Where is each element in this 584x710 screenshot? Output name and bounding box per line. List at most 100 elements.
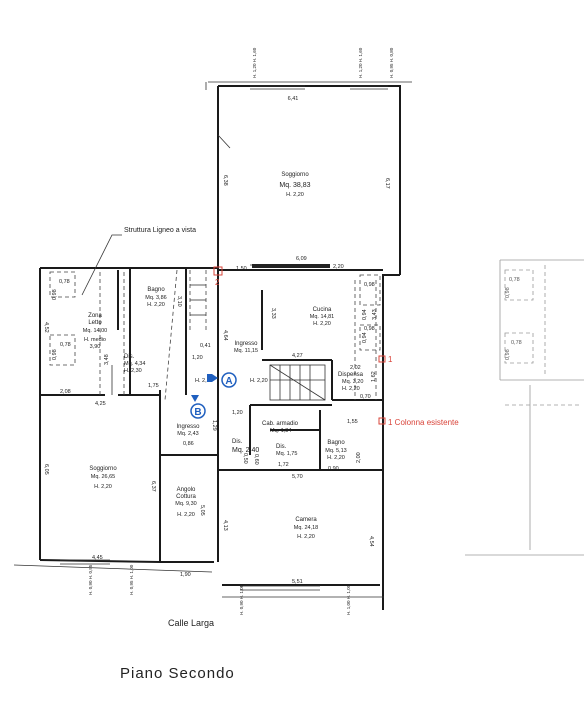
red-markers: 2 1 1 Colonna esistente: [213, 266, 459, 427]
room-area: Mq. 14,00: [83, 328, 107, 334]
room-dis-small: Dis. Mq. 1,75: [276, 444, 297, 457]
room-name: Cucina: [313, 307, 332, 313]
dimension-label: 5,70: [292, 474, 303, 480]
room-height: H. 2,20: [342, 386, 360, 392]
blue-markers: A B: [190, 372, 237, 419]
dimension-label: 0,41: [200, 343, 211, 349]
dimension-label: 6,37: [150, 481, 156, 492]
room-area: Mq. 3,86: [145, 295, 166, 301]
room-height: H. 2,20: [147, 302, 165, 308]
dimension-label: 3,43: [372, 309, 378, 320]
dimension-label: 4,25: [95, 401, 106, 407]
dimension-label: 0,90: [328, 466, 339, 472]
dimension-label: 4,54: [368, 536, 374, 547]
dimension-label: H. 2,20: [195, 378, 213, 384]
room-zona-letto: Zona Letto Mq. 14,00 H. medio 3,90: [83, 313, 107, 350]
dimension-label: 2,20: [333, 264, 344, 270]
room-height: H. 2,20: [327, 455, 345, 461]
room-angolo-cottura: Angolo Cottura Mq. 9,30 H. 2,20: [175, 487, 196, 518]
window-height-mark: H. 0,95 H. 0,80: [389, 47, 394, 78]
marker-2: 2: [215, 278, 220, 287]
room-area: Mq. 2,43: [177, 431, 198, 437]
room-area: Mq. 11,15: [234, 348, 258, 354]
dimension-label: 1,90: [180, 572, 191, 578]
dimension-label: 5,05: [199, 505, 205, 516]
dimension-label: 4,52: [43, 322, 49, 333]
room-bagno-right: Bagno Mq. 5,13 H. 2,20: [325, 440, 346, 461]
plan-title: Piano Secondo: [120, 665, 235, 682]
dimension-label: 0,78: [511, 340, 522, 346]
dimension-label: 1,75: [148, 383, 159, 389]
dimension-label: 6,38: [222, 175, 228, 186]
room-name: Ingresso: [176, 424, 200, 430]
room-height: H. 2,20: [313, 321, 331, 327]
dimension-label: 0,94: [362, 332, 368, 343]
room-area: Mq. 9,30: [175, 501, 196, 507]
room-height: H. 2,30: [124, 368, 142, 374]
dimension-label: 0,86: [183, 441, 194, 447]
dimension-label: 6,09: [296, 256, 307, 262]
room-name: Cab. armadio: [262, 421, 299, 427]
dimension-label: 0,50: [242, 453, 248, 464]
room-area: Mq. 5,13: [325, 448, 346, 454]
marker-1: 1: [388, 355, 393, 364]
interior-walls: [40, 264, 383, 562]
room-soggiorno-top: Soggiorno Mq. 38,83 H. 2,20: [279, 172, 310, 198]
room-height: H. 2,20: [297, 534, 315, 540]
room-soggiorno-left: Soggiorno Mq. 26,65 H. 2,20: [89, 466, 117, 490]
dashed-openings: [49, 271, 381, 400]
window-marks: H. 1,20 H. 1,60 H. 1,20 H. 1,60 H. 0,95 …: [88, 47, 394, 615]
window-height-mark: H. 0,95 H. 1,00: [129, 564, 134, 595]
room-name: Angolo: [177, 487, 196, 493]
room-area: Mq. 1,84: [270, 428, 291, 434]
room-height: H. medio: [84, 337, 106, 343]
dimension-label: 2,08: [60, 389, 71, 395]
room-dis-mid: Dis. Mq. 2,40: [232, 439, 259, 454]
dimension-label: 0,98: [52, 289, 58, 300]
room-name: Bagno: [327, 440, 345, 446]
room-area: Mq. 38,83: [279, 182, 310, 189]
dimension-label: 1,20: [232, 410, 243, 416]
window-height-mark: H. 1,20 H. 1,60: [252, 47, 257, 78]
dimension-labels: 6,41 6,38 6,17 6,09 2,20 1,50 3,33 4,64 …: [43, 96, 522, 585]
dimension-label: 1,20: [192, 355, 203, 361]
stairs: [164, 134, 326, 401]
room-name: Dispensa: [338, 372, 364, 378]
outer-walls: [13, 81, 412, 610]
room-name-2: Letto: [88, 320, 102, 326]
window-height-mark: H. 1,20 H. 1,60: [358, 47, 363, 78]
doors: [60, 85, 388, 591]
dimension-label: 6,05: [43, 464, 49, 475]
dimension-label: 4,27: [292, 353, 303, 359]
dimension-label: 0,78: [509, 277, 520, 283]
marker-a: A: [225, 376, 232, 387]
window-height-mark: H. 0,90 H. 1,00: [239, 584, 244, 615]
dimension-label: 4,64: [222, 330, 228, 341]
room-area: Mq. 26,65: [91, 474, 115, 480]
dimension-label: 2,00: [356, 452, 362, 463]
room-bagno-left: Bagno Mq. 3,86 H. 2,20: [145, 287, 166, 308]
room-ingresso-mid: Ingresso Mq. 11,15: [234, 341, 258, 354]
colonna-label: 1 Colonna esistente: [388, 418, 459, 427]
dimension-label: H. 2,20: [250, 378, 268, 384]
marker-b: B: [194, 407, 201, 418]
room-camera: Camera Mq. 24,18 H. 2,20: [294, 517, 318, 540]
room-area: Mq. 24,18: [294, 525, 318, 531]
room-dis-left: Dis. Mq. 4,34 H. 2,30: [124, 354, 145, 374]
dimension-label: 3,33: [270, 308, 276, 319]
room-area: Mq. 2,40: [232, 447, 259, 454]
room-area: Mq. 4,34: [124, 361, 145, 367]
dimension-label: 6,41: [288, 96, 299, 102]
room-height: H. 2,20: [94, 484, 112, 490]
room-name: Ingresso: [234, 341, 258, 347]
room-height: H. 2,20: [286, 192, 304, 198]
dimension-label: 1,29: [211, 420, 217, 431]
dimension-label: 1,50: [236, 266, 247, 272]
dimension-label: 4,13: [222, 520, 228, 531]
window-height-mark: H. 1,00 H. 1,00: [346, 584, 351, 615]
room-name: Zona: [88, 313, 102, 319]
room-area: Mq. 3,20: [342, 379, 363, 385]
room-height: H. 2,20: [177, 512, 195, 518]
dimension-label: 2,02: [350, 365, 361, 371]
